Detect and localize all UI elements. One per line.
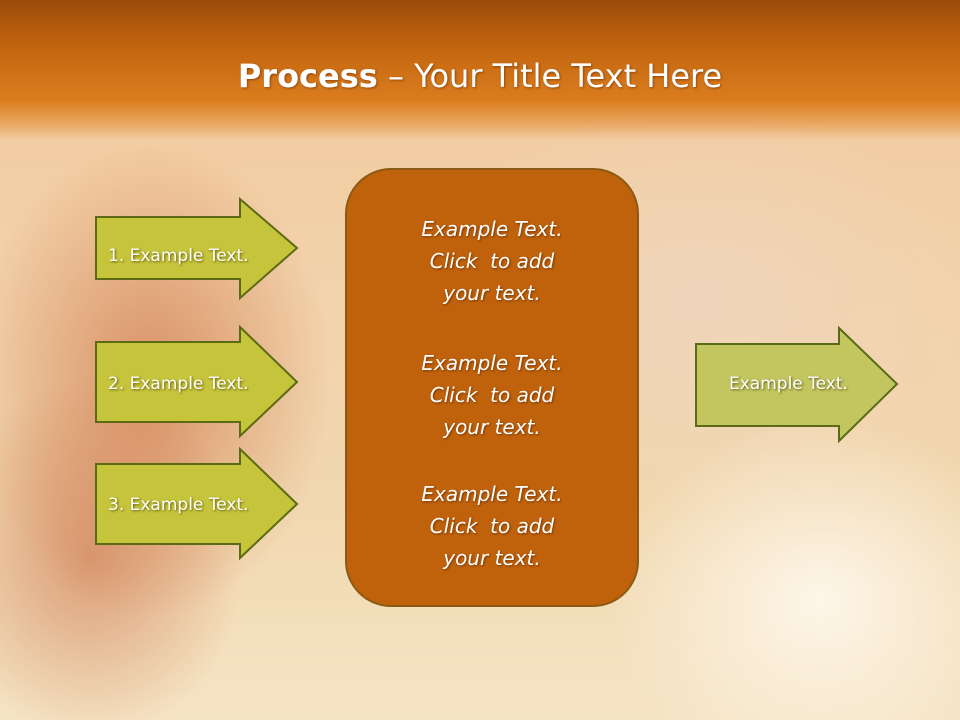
center-text-block-3: Example Text. Click to add your text. xyxy=(345,478,639,574)
right-arrow[interactable] xyxy=(695,325,899,444)
left-arrow-2-label: 2. Example Text. xyxy=(108,374,249,394)
title-bold: Process xyxy=(237,57,378,95)
center-block-3-line-3: your text. xyxy=(443,546,541,570)
center-block-1-line-1: Example Text. xyxy=(421,217,563,241)
center-block-2-line-1: Example Text. xyxy=(421,351,563,375)
center-text-block-2: Example Text. Click to add your text. xyxy=(345,347,639,443)
left-arrow-1-label: 1. Example Text. xyxy=(108,246,249,266)
center-text-box[interactable] xyxy=(345,168,639,607)
center-block-1-line-2: Click to add xyxy=(429,249,555,273)
left-arrow-3[interactable] xyxy=(95,446,299,561)
slide-title[interactable]: Process – Your Title Text Here xyxy=(0,52,960,100)
center-block-3-line-2: Click to add xyxy=(429,514,555,538)
left-arrow-3-label: 3. Example Text. xyxy=(108,495,249,515)
left-arrow-1[interactable] xyxy=(95,196,299,301)
title-rest: – Your Title Text Here xyxy=(377,57,723,95)
title-bar xyxy=(0,0,960,140)
right-arrow-label: Example Text. xyxy=(729,374,848,394)
center-block-3-line-1: Example Text. xyxy=(421,482,563,506)
center-block-2-line-3: your text. xyxy=(443,415,541,439)
center-text-block-1: Example Text. Click to add your text. xyxy=(345,213,639,309)
center-block-1-line-3: your text. xyxy=(443,281,541,305)
center-block-2-line-2: Click to add xyxy=(429,383,555,407)
left-arrow-2[interactable] xyxy=(95,324,299,439)
